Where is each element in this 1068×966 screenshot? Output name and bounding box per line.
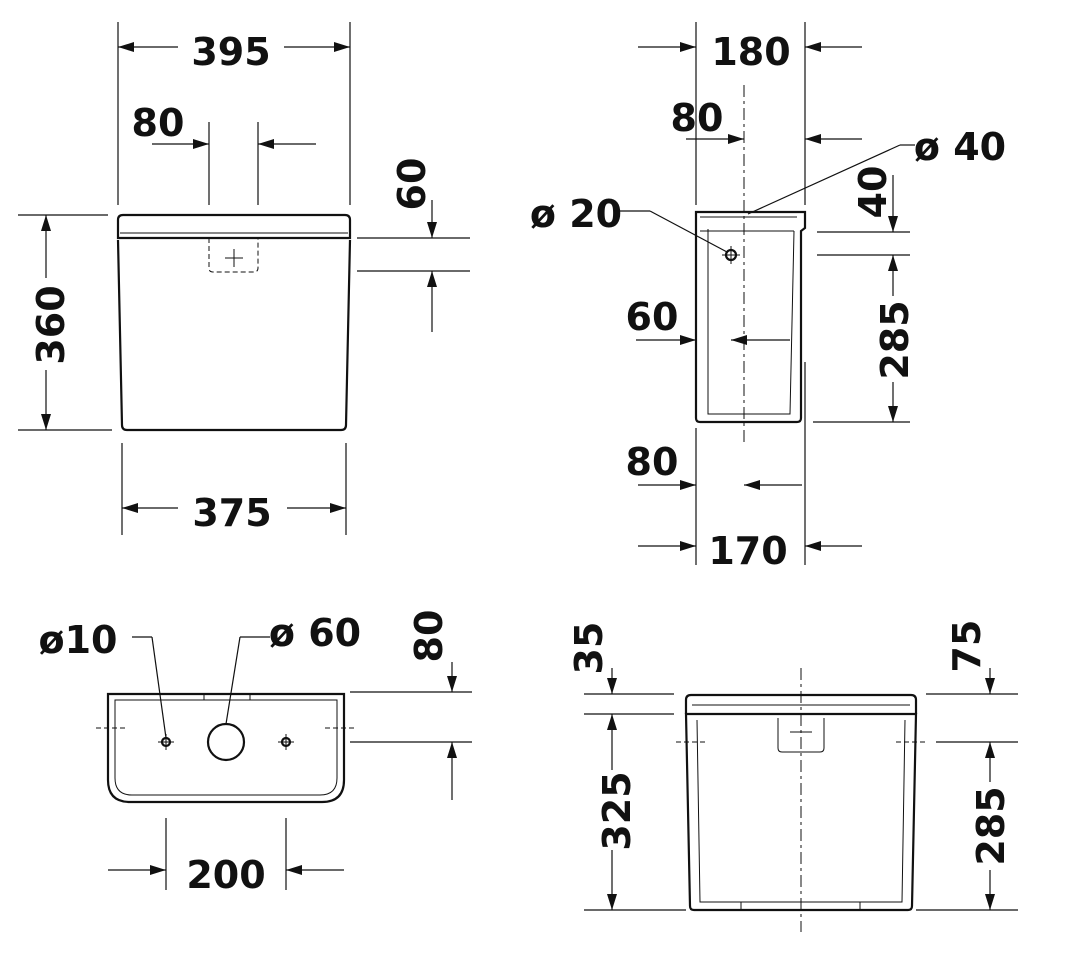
dim-front-button-width: 80 bbox=[132, 101, 185, 145]
dim-front-width-top: 395 bbox=[191, 30, 270, 74]
dim-rear-height-left: 325 bbox=[595, 771, 639, 850]
dim-side-offset-bottom: 80 bbox=[626, 440, 679, 484]
dim-side-offset-top: 80 bbox=[671, 96, 724, 140]
dim-front-height: 360 bbox=[29, 285, 73, 364]
front-body-outline bbox=[116, 239, 352, 432]
dim-bottom-small-hole: ø10 bbox=[39, 618, 118, 662]
dim-front-width-bottom: 375 bbox=[192, 491, 271, 535]
dim-side-depth-top: 180 bbox=[711, 30, 790, 74]
dim-bottom-large-hole: ø 60 bbox=[269, 611, 361, 655]
rear-body-outline bbox=[684, 712, 918, 912]
dim-rear-height-right: 285 bbox=[969, 786, 1013, 865]
bottom-body-outline bbox=[106, 692, 346, 804]
front-lid-outline bbox=[116, 213, 352, 240]
large-hole bbox=[206, 722, 246, 762]
dim-side-depth-bottom: 170 bbox=[708, 529, 787, 573]
dim-bottom-hole-spacing: 200 bbox=[186, 853, 265, 897]
dim-front-top-offset: 60 bbox=[390, 158, 434, 211]
dim-side-inlet-diameter: ø 20 bbox=[530, 192, 622, 236]
rear-view: 35 325 75 285 bbox=[567, 620, 1018, 932]
side-view: 180 80 ø 40 ø 20 40 285 60 bbox=[530, 22, 1006, 573]
dim-bottom-hole-offset: 80 bbox=[407, 610, 451, 663]
bottom-view: ø10 ø 60 80 200 bbox=[39, 610, 472, 897]
front-view: 395 80 60 360 375 bbox=[18, 22, 470, 535]
dim-side-inlet-depth: 60 bbox=[626, 295, 679, 339]
flush-button-outline bbox=[208, 238, 259, 273]
dim-rear-top-left: 35 bbox=[567, 622, 611, 675]
side-body-outline bbox=[694, 210, 807, 424]
dim-side-body-height: 285 bbox=[873, 300, 917, 379]
dim-side-outlet-diameter: ø 40 bbox=[914, 125, 1006, 169]
rear-button-recess bbox=[777, 718, 825, 753]
dim-rear-top-right: 75 bbox=[945, 620, 989, 673]
dim-side-inlet-height: 40 bbox=[851, 166, 895, 219]
